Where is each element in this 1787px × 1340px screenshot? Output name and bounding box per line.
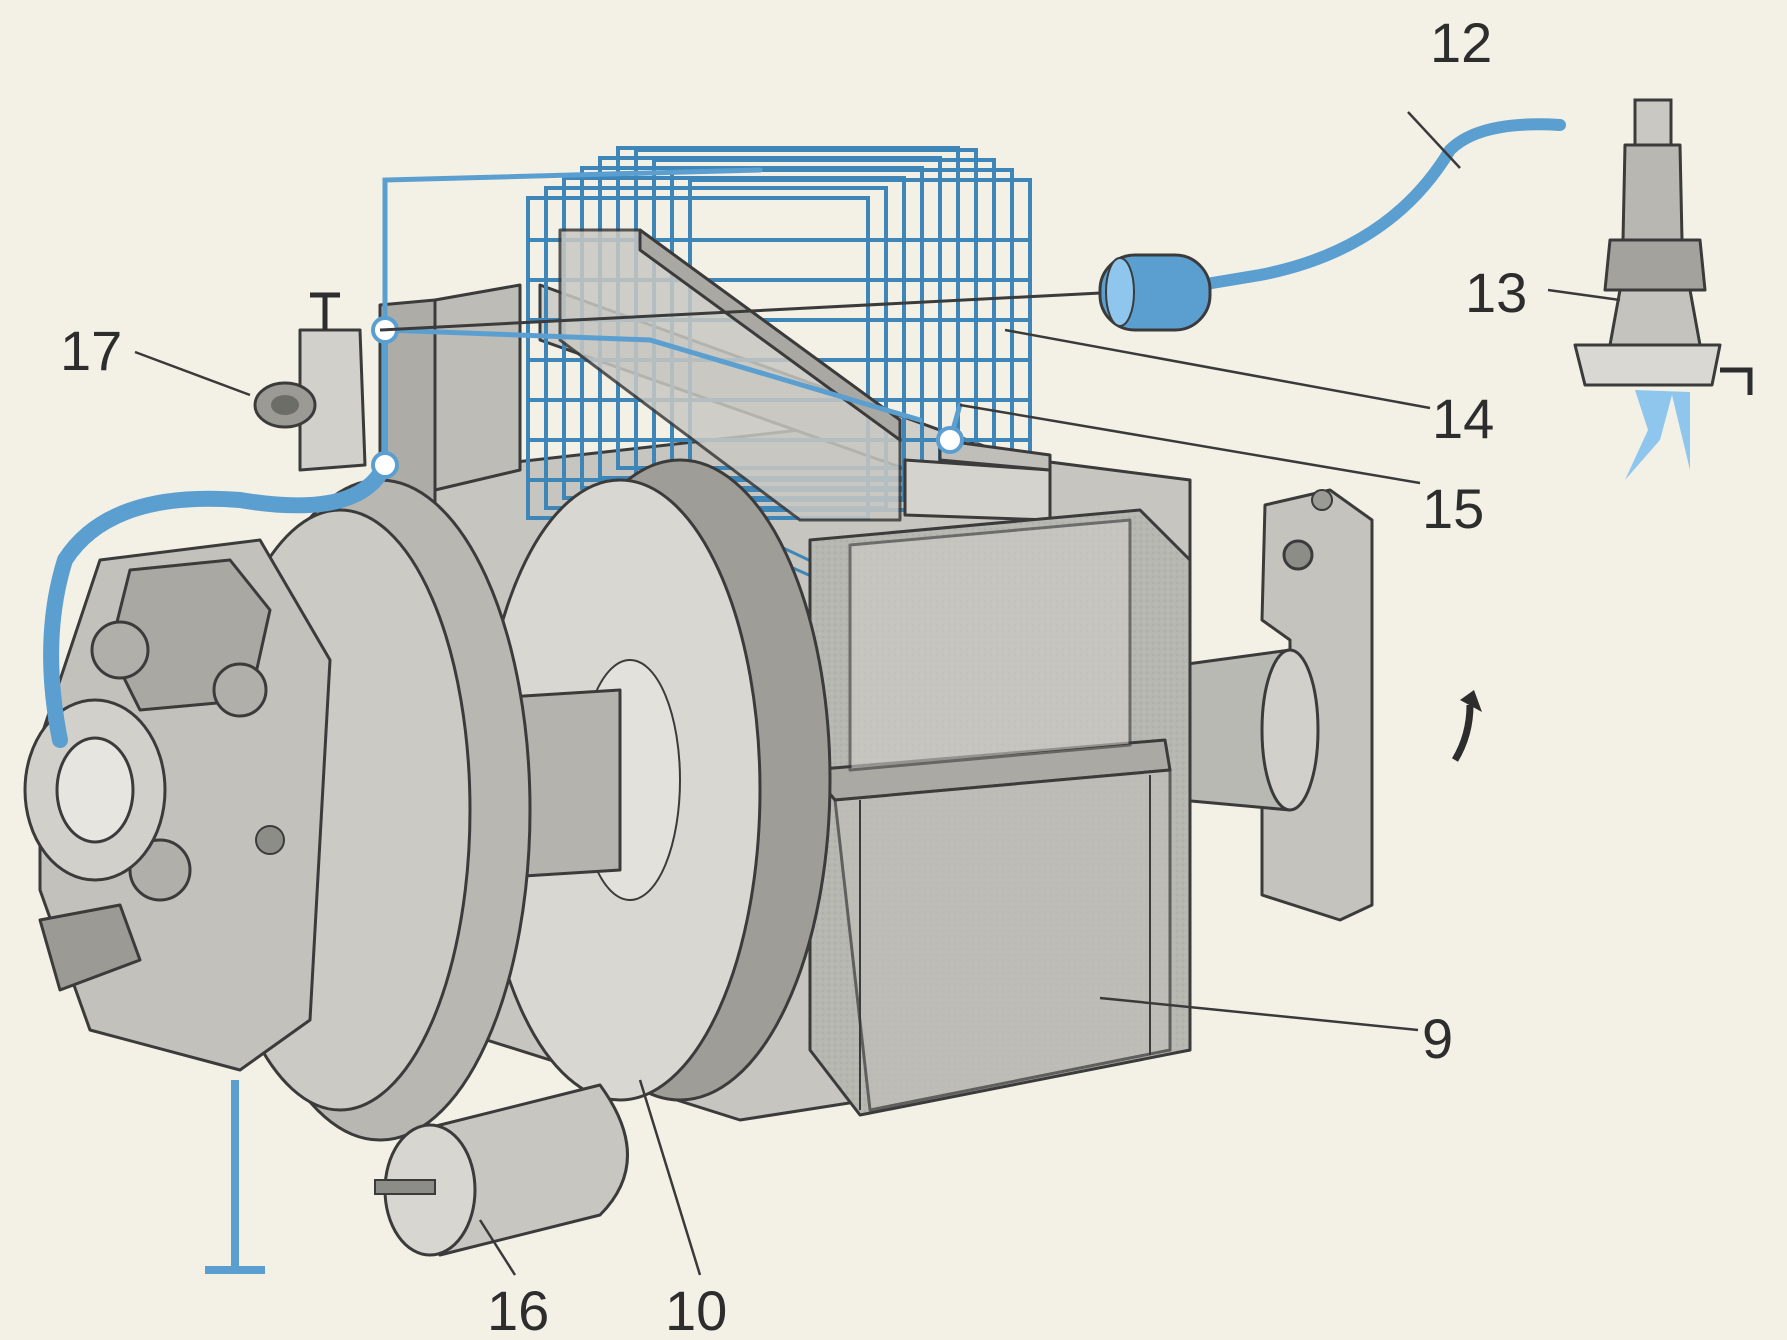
spark-plug-13 (1573, 98, 1753, 395)
callout-17: 17 (60, 319, 122, 382)
callout-14: 14 (1432, 387, 1494, 450)
condenser-16 (374, 1083, 629, 1257)
callout-12: 12 (1430, 11, 1492, 74)
junction-dot (371, 451, 399, 479)
callout-16: 16 (487, 1279, 549, 1340)
callouts: 12 13 14 15 9 10 16 17 (60, 11, 1527, 1340)
callout-13: 13 (1465, 261, 1527, 324)
magneto-cover-9 (808, 508, 1192, 1117)
breaker-cap (903, 438, 1052, 522)
ignition-switch-17 (253, 292, 367, 472)
coil-core (558, 228, 902, 522)
spark-icon (1625, 390, 1690, 480)
rotor-disk-10 (478, 458, 832, 1102)
callout-10: 10 (665, 1279, 727, 1340)
junction-dot (936, 426, 964, 454)
rotation-arrow-icon (1451, 704, 1474, 762)
arrow-head-icon (1460, 690, 1482, 712)
callout-9: 9 (1422, 1007, 1453, 1070)
leader-lines (134, 111, 1621, 1276)
ht-lead-12 (379, 118, 1566, 332)
callout-15: 15 (1422, 477, 1484, 540)
rear-shaft (1178, 648, 1320, 812)
primary-wiring (43, 167, 963, 748)
ground-symbol-icon (205, 1080, 265, 1274)
